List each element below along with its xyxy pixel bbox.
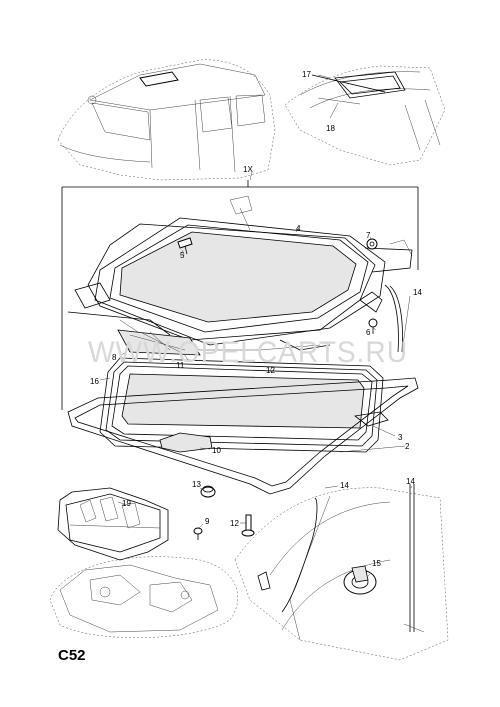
motor-module-19 <box>49 487 238 638</box>
callout-19: 19 <box>122 499 131 508</box>
callout-labels: 1X 2 3 4 5 6 7 8 9 10 11 12 12 13 14 14 … <box>90 70 422 568</box>
assembly-bracket-frame <box>61 180 419 410</box>
callout-14-right: 14 <box>413 288 422 297</box>
callout-14-edge: 14 <box>406 477 415 486</box>
vehicle-overview-illustration <box>57 59 276 181</box>
roof-inset-illustration <box>284 65 446 166</box>
callout-15: 15 <box>372 559 381 568</box>
watermark-text: WWW.OPELCARTS.RU <box>88 336 408 369</box>
fastener-6-screw <box>368 318 378 334</box>
callout-9: 9 <box>205 517 210 526</box>
callout-1x: 1X <box>243 165 253 174</box>
bolt-12 <box>241 514 255 537</box>
callout-11: 11 <box>176 361 185 370</box>
callout-16: 16 <box>90 377 99 386</box>
fastener-5-screw <box>177 237 193 255</box>
callout-13: 13 <box>192 480 201 489</box>
callout-5: 5 <box>180 251 185 260</box>
callout-6: 6 <box>366 328 371 337</box>
callout-12-upper: 12 <box>266 366 275 375</box>
sunshade-panel-10 <box>67 377 419 495</box>
callout-12-lower: 12 <box>230 519 239 528</box>
callout-4: 4 <box>296 224 301 233</box>
callout-2: 2 <box>405 442 410 451</box>
callout-leader-lines <box>99 171 413 577</box>
page-code: C52 <box>58 647 86 664</box>
callout-10: 10 <box>212 446 221 455</box>
callout-3: 3 <box>398 433 403 442</box>
screw-9 <box>193 527 203 540</box>
sunroof-seal-16 <box>99 357 384 453</box>
pillar-drain-illustration <box>234 484 449 661</box>
callout-17: 17 <box>302 70 311 79</box>
sunroof-frame-assembly <box>67 195 413 356</box>
callout-14-pillar: 14 <box>340 481 349 490</box>
callout-8: 8 <box>112 353 117 362</box>
grommet-13 <box>200 485 216 498</box>
fastener-7-nut <box>366 238 378 250</box>
callout-18: 18 <box>326 124 335 133</box>
callout-7: 7 <box>366 231 371 240</box>
